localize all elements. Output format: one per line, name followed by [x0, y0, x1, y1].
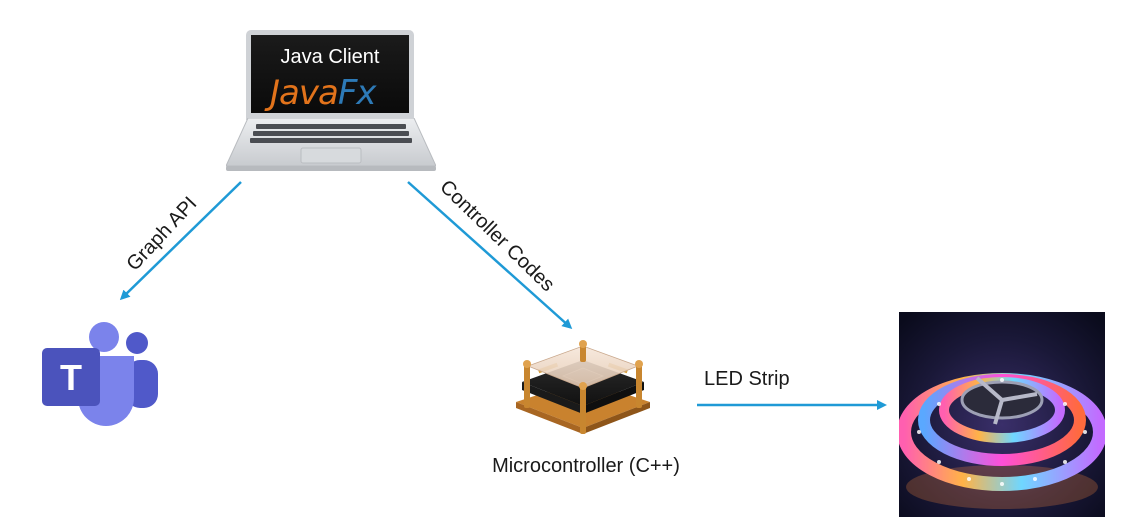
laptop-screen-title: Java Client — [280, 46, 380, 68]
javafx-logo-fx: Fx — [337, 73, 377, 113]
laptop-screen — [246, 30, 414, 120]
microcontroller-image — [516, 340, 650, 434]
teams-logo-letter: T — [60, 357, 82, 398]
graph-api-arrow — [119, 181, 242, 301]
javafx-logo: JavaFx — [270, 72, 400, 114]
laptop-keyboard-base — [226, 118, 436, 171]
javafx-logo-java: Java — [270, 73, 339, 113]
microcontroller-caption: Microcontroller (C++) — [492, 455, 680, 477]
led-strip-image — [899, 312, 1105, 517]
controller-codes-arrow — [407, 181, 573, 330]
microsoft-teams-icon: T — [42, 322, 158, 426]
led-strip-label: LED Strip — [704, 368, 790, 390]
